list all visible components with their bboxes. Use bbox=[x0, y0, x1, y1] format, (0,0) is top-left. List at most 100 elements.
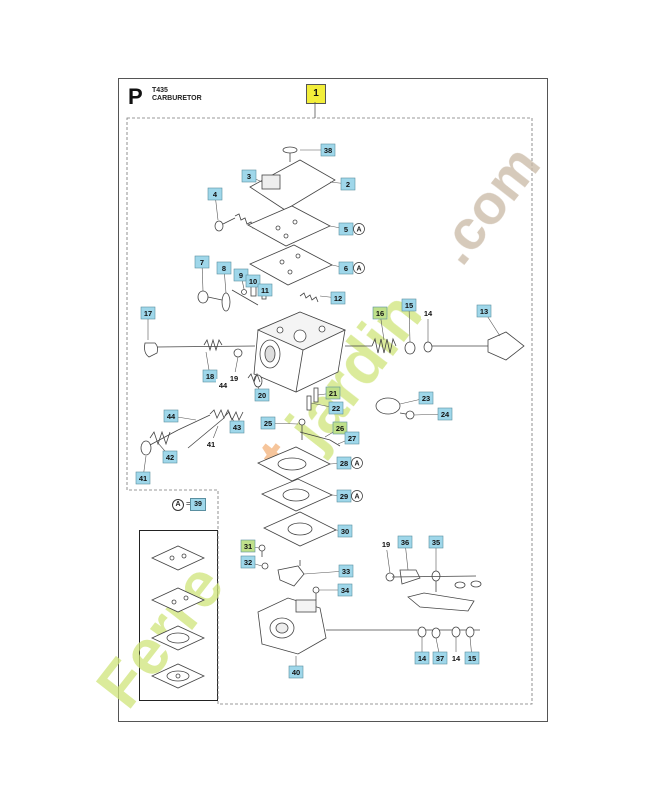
callout-box bbox=[464, 651, 480, 665]
callout-box bbox=[344, 431, 360, 445]
callout-box bbox=[254, 388, 270, 402]
callout-number: 14 bbox=[418, 654, 427, 663]
part-screw-4 bbox=[214, 213, 258, 232]
callout-box bbox=[325, 386, 341, 400]
part-washer-19 bbox=[233, 348, 243, 358]
part-washer-15 bbox=[404, 341, 416, 355]
callout-number: 12 bbox=[334, 294, 342, 303]
part-needle-group-7-11 bbox=[197, 285, 267, 312]
callout-number: 9 bbox=[239, 271, 243, 280]
part-cover-30 bbox=[263, 511, 337, 547]
callout-number: 7 bbox=[200, 258, 204, 267]
callout-number: 44 bbox=[167, 412, 176, 421]
part-carburetor-body bbox=[253, 311, 346, 393]
callout-box bbox=[260, 416, 276, 430]
callout-number: 4 bbox=[213, 190, 218, 199]
part-screw-24 bbox=[399, 410, 415, 420]
callout-number: 18 bbox=[206, 372, 214, 381]
callout-box bbox=[340, 177, 356, 191]
callout-27: 27 bbox=[344, 431, 360, 445]
callout-number: 15 bbox=[405, 301, 413, 310]
callout-box bbox=[229, 420, 245, 434]
callout-box bbox=[338, 222, 354, 236]
part-linkage-35-36 bbox=[385, 569, 482, 592]
callout-38: 38 bbox=[320, 143, 336, 157]
kit-marker-circle bbox=[353, 223, 365, 235]
callout-box bbox=[338, 261, 354, 275]
callout-box bbox=[288, 665, 304, 679]
part-screw-20 bbox=[247, 372, 263, 388]
callout-41: 41 bbox=[135, 471, 151, 485]
callout-number: 35 bbox=[432, 538, 440, 547]
part-screw-38 bbox=[282, 146, 298, 162]
callout-number: 13 bbox=[480, 307, 488, 316]
kit-part-diaphragm-d bbox=[151, 663, 205, 689]
callout-31: 31 bbox=[240, 539, 256, 553]
callout-number: 17 bbox=[144, 309, 152, 318]
callout-35: 35 bbox=[428, 535, 444, 549]
callout-number: 19 bbox=[382, 540, 390, 549]
callout-box bbox=[140, 306, 156, 320]
callout-box bbox=[421, 307, 435, 319]
kit-marker-letter: A bbox=[354, 494, 359, 501]
callout-box bbox=[401, 298, 417, 312]
callout-44: 44 bbox=[163, 409, 179, 423]
callout-box bbox=[397, 535, 413, 549]
callout-25: 25 bbox=[260, 416, 276, 430]
kit-label-number: 39 bbox=[190, 498, 206, 511]
callout-33: 33 bbox=[338, 564, 354, 578]
model-code: T435 bbox=[152, 87, 168, 94]
callout-37: 37 bbox=[432, 651, 448, 665]
callout-number: 41 bbox=[207, 440, 215, 449]
callout-box bbox=[338, 564, 354, 578]
kit-label-equals: = bbox=[186, 499, 191, 508]
callout-box bbox=[163, 409, 179, 423]
callout-box bbox=[418, 391, 434, 405]
callout-3: 3 bbox=[241, 169, 257, 183]
callout-12: 12 bbox=[330, 291, 346, 305]
group-outline bbox=[126, 117, 533, 705]
callout-box bbox=[336, 489, 352, 503]
callout-42: 42 bbox=[162, 450, 178, 464]
kit-label-letter: A bbox=[172, 499, 184, 511]
part-cover-2 bbox=[249, 159, 336, 211]
callout-number: 36 bbox=[401, 538, 409, 547]
callout-box bbox=[240, 555, 256, 569]
callout-number: 42 bbox=[166, 453, 174, 462]
callout-number: 2 bbox=[346, 180, 350, 189]
part-diaphragm-23 bbox=[375, 397, 401, 415]
callout-number: 3 bbox=[247, 172, 251, 181]
callout-number: 10 bbox=[249, 277, 257, 286]
callout-number: 26 bbox=[336, 424, 344, 433]
callout-21: 21 bbox=[325, 386, 341, 400]
callout-20: 20 bbox=[254, 388, 270, 402]
svg-text:.com: .com bbox=[422, 134, 552, 276]
callout-box bbox=[437, 407, 453, 421]
part-needle-25 bbox=[298, 418, 306, 440]
callout-box bbox=[135, 471, 151, 485]
callout-number: 32 bbox=[244, 558, 252, 567]
callout-number: 41 bbox=[139, 474, 147, 483]
callout-number: 21 bbox=[329, 389, 337, 398]
part-shaft-17 bbox=[144, 342, 256, 358]
callout-30: 30 bbox=[337, 524, 353, 538]
callout-34: 34 bbox=[337, 583, 353, 597]
callout-number: 23 bbox=[422, 394, 430, 403]
callout-box bbox=[204, 438, 218, 450]
callout-13: 13 bbox=[476, 304, 492, 318]
callout-number: 24 bbox=[441, 410, 450, 419]
callout-44: 44 bbox=[216, 379, 230, 391]
callout-number: 28 bbox=[340, 459, 348, 468]
callout-15: 15 bbox=[401, 298, 417, 312]
callout-box bbox=[240, 539, 256, 553]
part-linkage-lower bbox=[326, 592, 480, 639]
callout-box bbox=[257, 283, 273, 297]
callout-number: 14 bbox=[452, 654, 461, 663]
section-letter: P bbox=[128, 84, 143, 109]
callout-box bbox=[337, 583, 353, 597]
callout-box bbox=[379, 538, 393, 550]
